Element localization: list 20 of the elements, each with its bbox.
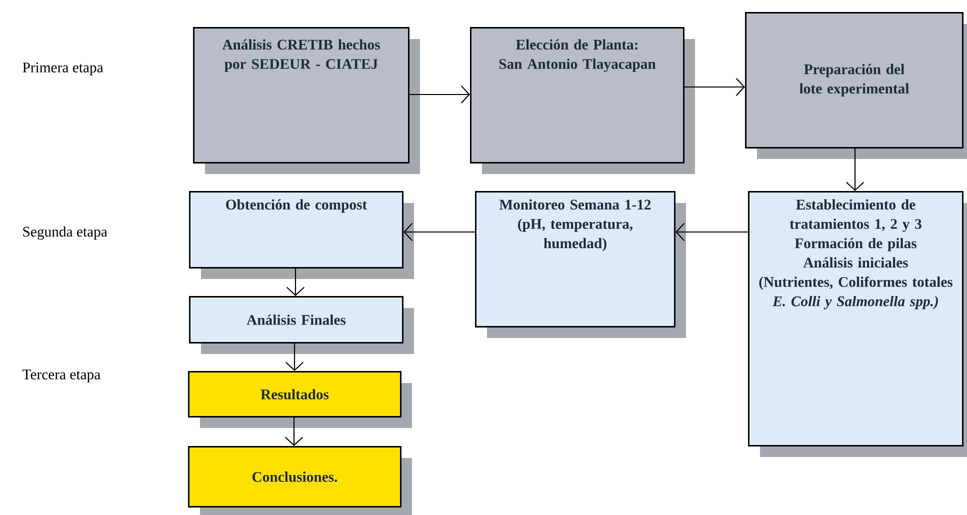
process-box: Monitoreo Semana 1-12 (pH, temperatura, humedad) bbox=[475, 191, 686, 338]
process-box: Obtención de compost bbox=[189, 191, 414, 279]
stage-label: Segunda etapa bbox=[23, 226, 108, 240]
arrow bbox=[684, 78, 745, 96]
arrow bbox=[846, 148, 864, 191]
arrow bbox=[285, 343, 304, 371]
stage-label: Tercera etapa bbox=[22, 370, 100, 382]
process-box: Preparación del lote experimental bbox=[745, 12, 967, 159]
arrow bbox=[409, 85, 470, 104]
process-box: Resultados bbox=[188, 371, 412, 428]
arrow bbox=[675, 222, 748, 242]
process-box: Análisis CRETIB hechos por SEDEUR - CIATEJ bbox=[193, 27, 420, 174]
arrow bbox=[284, 417, 304, 446]
stage-label: Primera etapa bbox=[22, 62, 104, 76]
arrow bbox=[286, 268, 305, 296]
process-box: Conclusiones. bbox=[188, 446, 412, 515]
process-box: Análisis Finales bbox=[189, 296, 414, 354]
process-box: Establecimiento de tratamientos 1, 2 y 3 Formación de pilas Análisis iniciales (Nutrientes, Coliformes totales E. Colli y Salmonella spp.) bbox=[748, 191, 967, 457]
process-box: Elección de Planta: San Antonio Tlayacapan bbox=[470, 27, 695, 174]
arrow bbox=[403, 222, 475, 242]
